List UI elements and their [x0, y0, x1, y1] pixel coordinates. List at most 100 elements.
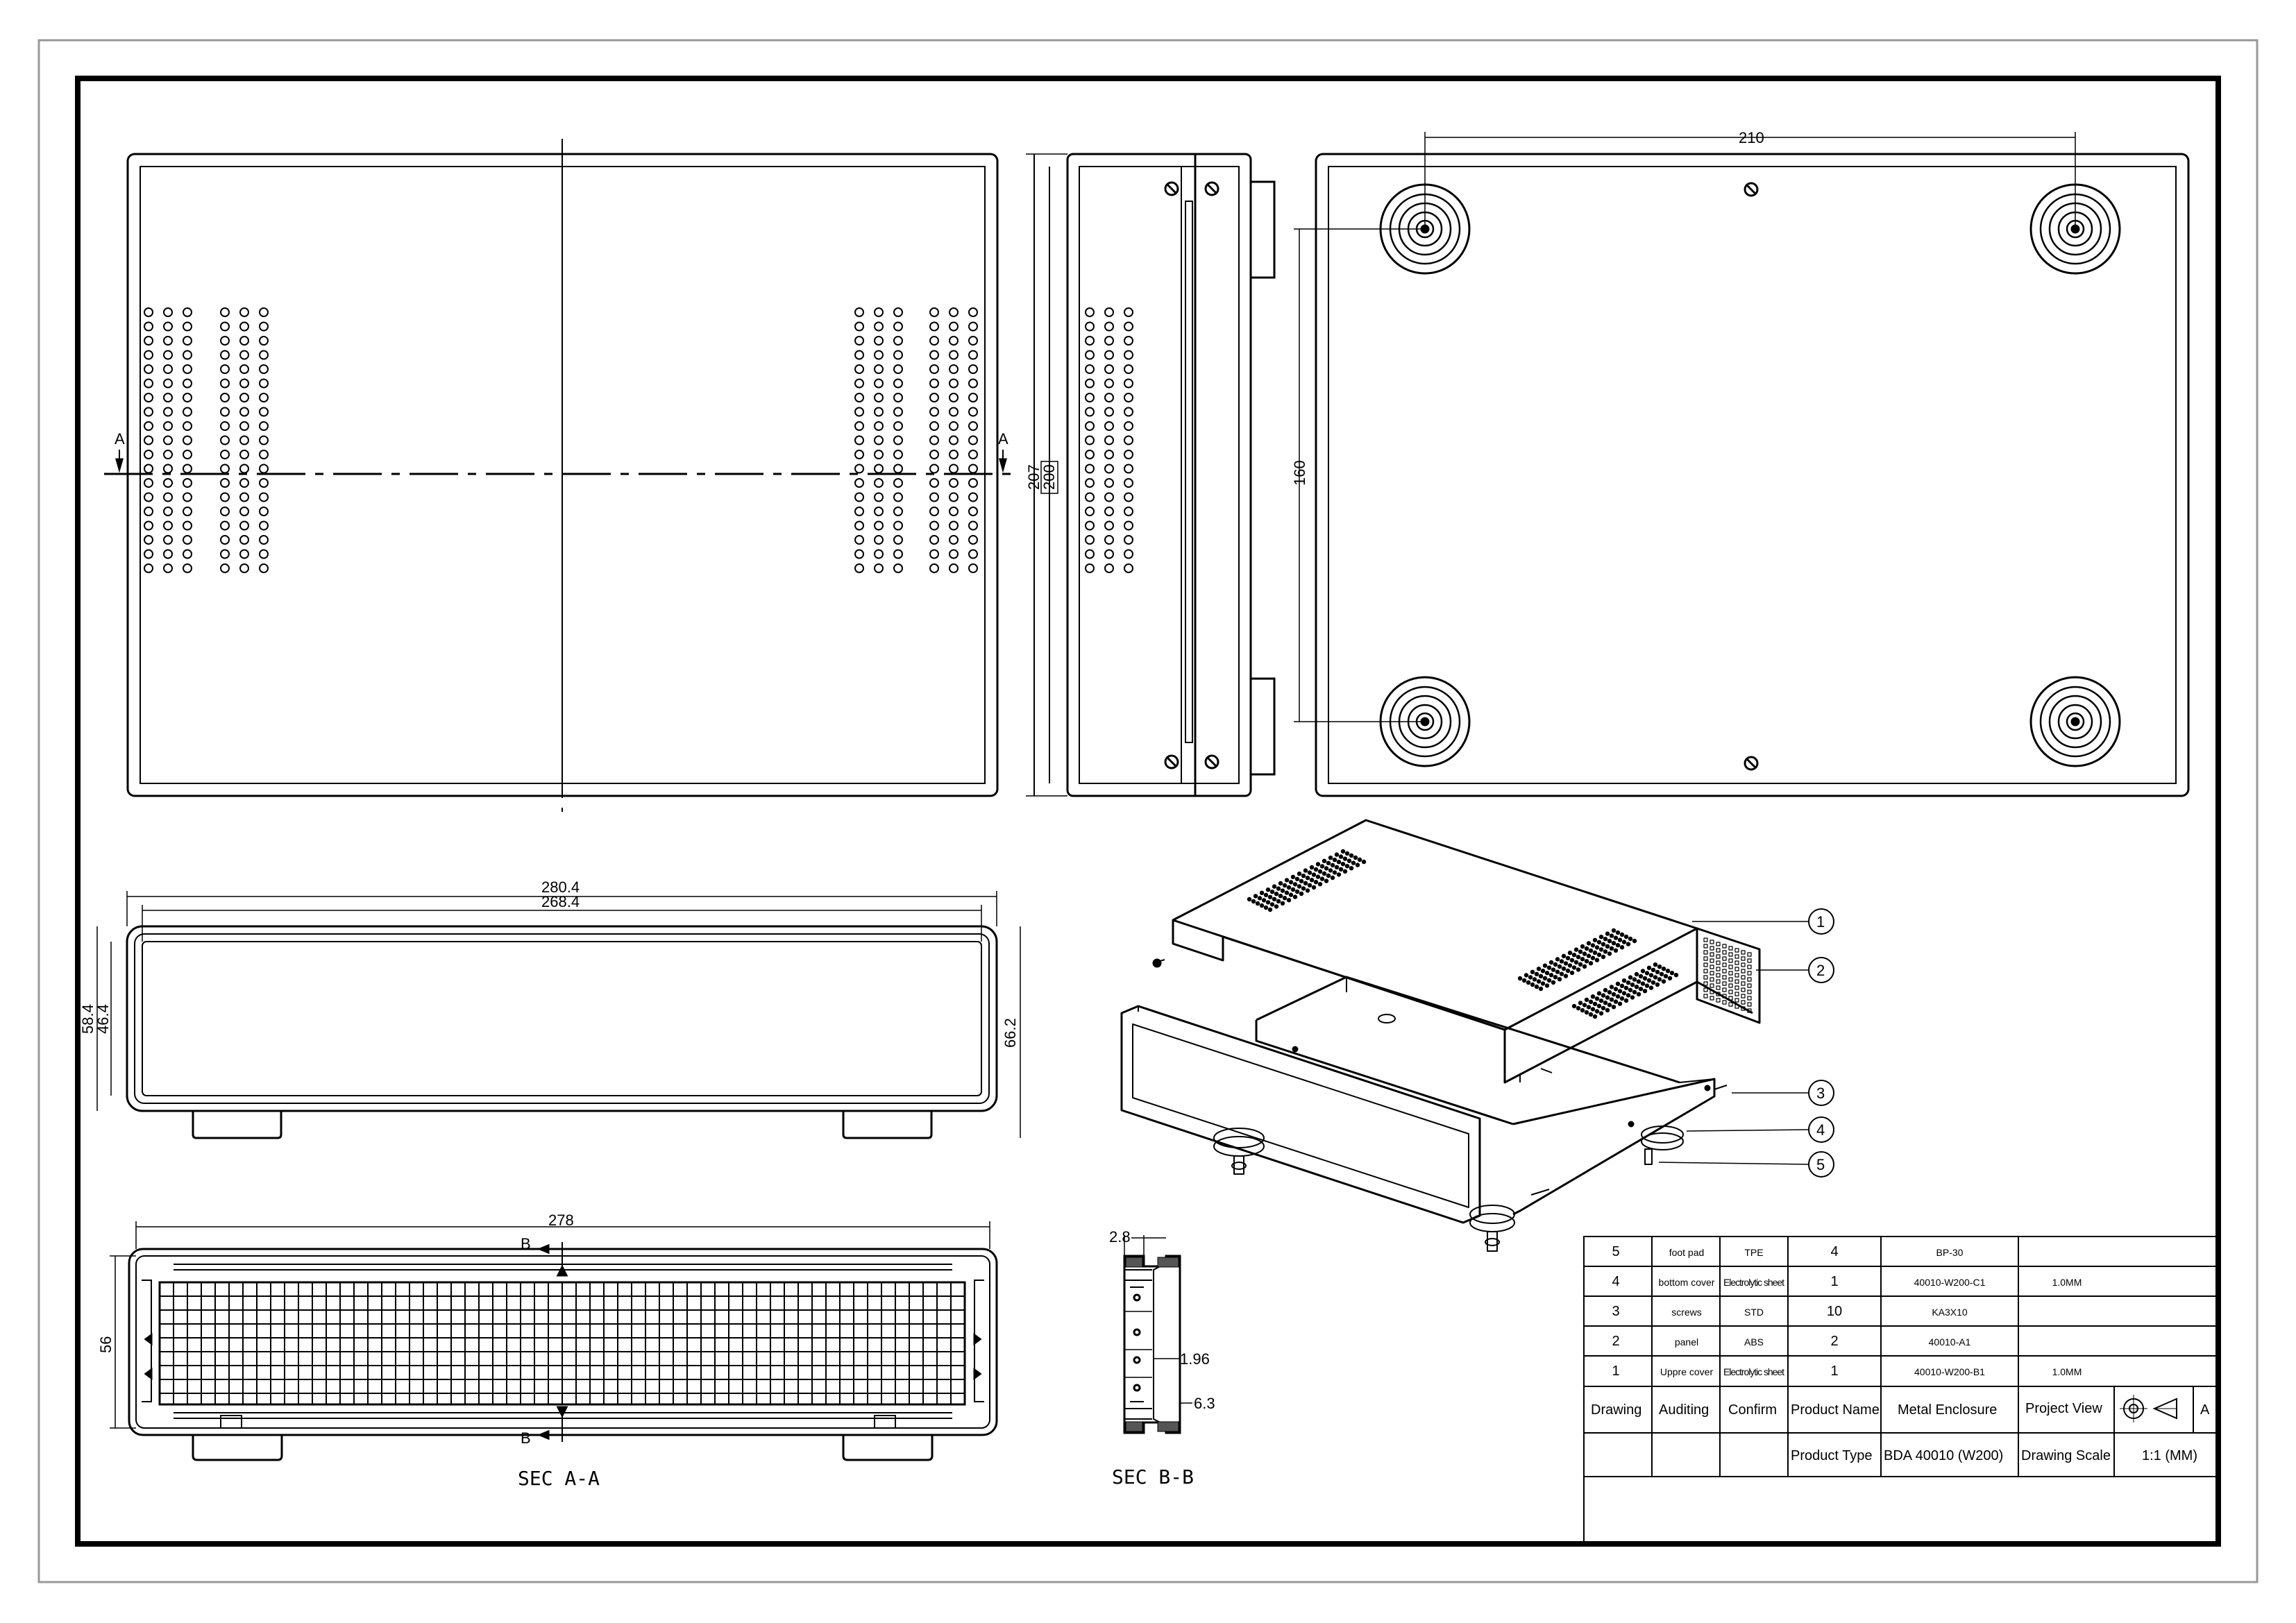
balloon-5: 5: [1816, 1156, 1825, 1173]
vent-dot: [1301, 874, 1306, 878]
vent-dot: [1259, 903, 1265, 908]
vent-dot: [1607, 939, 1612, 944]
vent-hole: [949, 563, 959, 573]
vent-hole: [220, 549, 230, 559]
vent-hole: [893, 364, 903, 374]
vent-dot: [1301, 886, 1306, 891]
vent-hole: [239, 535, 249, 545]
tb-project-view-label: Project View: [2025, 1401, 2102, 1416]
rear-mesh-cell: [1747, 1002, 1752, 1007]
section-label-b-b: SEC B-B: [1112, 1465, 1194, 1488]
vent-dot: [1657, 977, 1662, 982]
vent-hole: [968, 421, 978, 431]
vent-dot: [1276, 899, 1281, 904]
vent-dot: [1284, 890, 1290, 895]
upper-cover-vents: [1247, 849, 1679, 1019]
vent-dot: [1663, 974, 1669, 979]
vent-hole: [874, 549, 884, 559]
vent-hole: [220, 535, 230, 545]
vent-dot: [1530, 982, 1535, 987]
vent-dot: [1274, 892, 1279, 897]
rear-mesh-cell: [1741, 956, 1746, 961]
vent-dot: [1571, 965, 1577, 970]
vent-dot: [1588, 1012, 1594, 1017]
vent-hole: [239, 350, 249, 360]
vent-dot: [1594, 958, 1600, 962]
vent-hole: [144, 520, 153, 531]
vent-hole: [854, 535, 864, 545]
vent-hole: [968, 450, 978, 459]
vent-dot: [1528, 975, 1533, 980]
vent-dot: [1267, 907, 1273, 912]
vent-hole: [854, 393, 864, 402]
vent-dot: [1286, 898, 1292, 903]
rear-mesh-cell: [1722, 956, 1727, 961]
vent-hole: [1085, 549, 1095, 559]
vent-hole: [968, 520, 978, 531]
vent-hole: [1124, 478, 1133, 488]
vent-hole: [929, 407, 939, 417]
vent-dot: [1651, 967, 1656, 973]
rear-mesh-cell: [1734, 973, 1739, 978]
vent-hole: [949, 535, 959, 545]
vent-hole: [183, 549, 192, 559]
vent-hole: [893, 336, 903, 346]
vent-hole: [220, 378, 230, 389]
vent-hole: [183, 520, 192, 531]
vent-dot: [1280, 901, 1285, 906]
vent-dot: [1576, 955, 1581, 960]
vent-dot: [1269, 890, 1275, 894]
vent-hole: [144, 535, 153, 545]
vent-hole: [929, 535, 939, 545]
top-vent-holes: [144, 307, 978, 573]
vent-dot: [1623, 985, 1629, 991]
vent-dot: [1640, 981, 1646, 986]
vent-dot: [1596, 1003, 1602, 1009]
rear-mesh-cell: [1741, 950, 1746, 955]
vent-dot: [1328, 856, 1333, 860]
outer-border: [37, 39, 2259, 1583]
vent-hole: [220, 435, 230, 445]
vent-hole: [259, 450, 269, 459]
rear-mesh-cell: [1728, 1002, 1733, 1007]
vent-dot: [1353, 855, 1358, 860]
vent-hole: [144, 549, 153, 559]
vent-dot: [1634, 971, 1639, 977]
vent-hole: [1124, 450, 1133, 459]
rear-mesh-cell: [1734, 954, 1739, 959]
vent-dot: [1297, 872, 1302, 876]
vent-dot: [1653, 962, 1658, 967]
vent-dot: [1592, 950, 1598, 955]
vent-hole: [1104, 407, 1114, 417]
vent-dot: [1276, 886, 1281, 891]
vent-dot: [1586, 1005, 1592, 1010]
rear-mesh-cell: [1728, 989, 1733, 994]
vent-hole: [259, 492, 269, 502]
vent-dot: [1292, 894, 1298, 899]
vent-dot: [1305, 888, 1310, 893]
vent-hole: [1085, 364, 1095, 374]
vent-dot: [1330, 863, 1335, 868]
vent-hole: [259, 464, 269, 474]
vent-dot: [1615, 930, 1621, 935]
vent-hole: [144, 321, 153, 332]
vent-dot: [1592, 1014, 1598, 1019]
vent-dot: [1636, 979, 1641, 984]
vent-dot: [1626, 980, 1631, 985]
side-view: [1026, 153, 1276, 797]
vent-dot: [1632, 938, 1637, 944]
vent-dot: [1592, 937, 1598, 943]
vent-dot: [1342, 856, 1348, 861]
title-block-text: Drawing Auditing Confirm Product Name Me…: [1591, 1401, 2210, 1463]
vent-hole: [949, 507, 959, 516]
vent-hole: [874, 520, 884, 531]
vent-hole: [1124, 520, 1133, 531]
tb-drawing-scale-value: 1:1 (MM): [2142, 1448, 2197, 1463]
vent-hole: [259, 478, 269, 488]
vent-hole: [239, 507, 249, 516]
rear-mesh-cell: [1734, 948, 1739, 953]
vent-hole: [1085, 520, 1095, 531]
tb-product-name-label: Product Name: [1791, 1402, 1880, 1418]
rear-mesh-cell: [1703, 981, 1708, 986]
vent-dot: [1603, 937, 1608, 942]
